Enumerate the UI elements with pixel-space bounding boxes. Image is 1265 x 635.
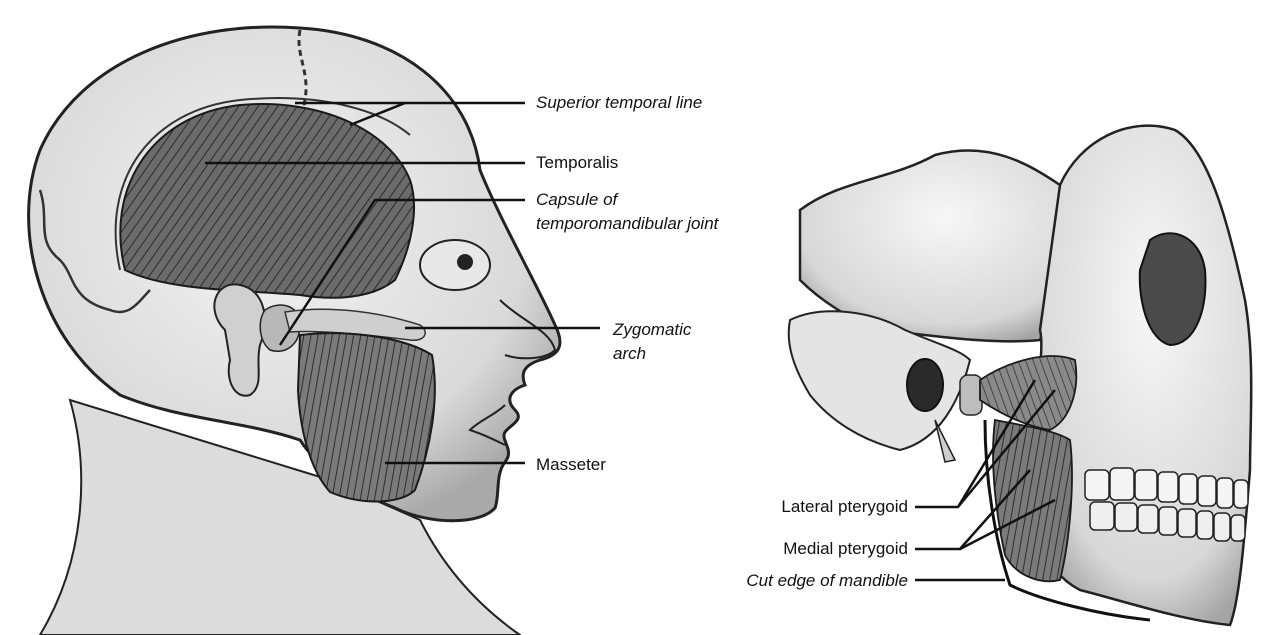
label-superior-temporal-line: Superior temporal line — [536, 93, 702, 113]
eye-shape — [420, 240, 490, 290]
label-masseter: Masseter — [536, 455, 606, 475]
label-temporalis: Temporalis — [536, 153, 618, 173]
label-lateral-pterygoid: Lateral pterygoid — [708, 497, 908, 517]
label-capsule-line2: temporomandibular joint — [536, 214, 718, 234]
label-medial-pterygoid: Medial pterygoid — [708, 539, 908, 559]
styloid-process — [935, 420, 955, 462]
label-zygomatic-line1: Zygomatic — [613, 320, 691, 340]
ear-canal — [907, 359, 943, 411]
label-zygomatic-line2: arch — [613, 344, 646, 364]
head-profile-figure — [29, 27, 560, 635]
mandible-condyle — [960, 375, 982, 415]
label-cut-edge-of-mandible: Cut edge of mandible — [668, 571, 908, 591]
masseter-muscle — [298, 333, 435, 501]
label-capsule-line1: Capsule of — [536, 190, 617, 210]
medial-pterygoid-muscle — [993, 420, 1072, 581]
eye-pupil — [457, 254, 473, 270]
